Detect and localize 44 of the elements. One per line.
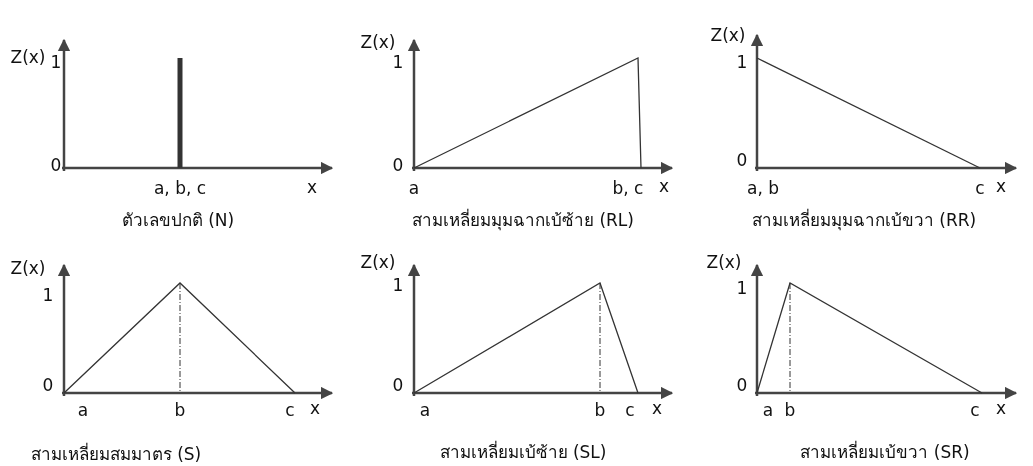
axis-label: Z(x) [360, 252, 396, 272]
tick-label: 1 [736, 52, 748, 72]
tick-label: b [784, 400, 796, 420]
tick-label: a, b, c [153, 178, 207, 198]
tick-label: 0 [50, 155, 62, 175]
tick-label: x [658, 176, 670, 196]
tick-label: c [975, 178, 985, 198]
tick-label: 1 [42, 285, 54, 305]
chart-caption: สามเหลี่ยมมุมฉากเบ้ซ้าย (RL) [412, 210, 634, 230]
tick-label: b [174, 400, 186, 420]
tick-label: b [594, 400, 606, 420]
tick-label: 0 [392, 375, 404, 395]
tick-label: 1 [50, 52, 62, 72]
tick-label: 0 [736, 375, 748, 395]
tick-label: a [408, 178, 420, 198]
tick-label: 0 [42, 375, 54, 395]
tick-label: c [625, 400, 635, 420]
chart-caption: สามเหลี่ยมมุมฉากเบ้ขวา (RR) [751, 210, 977, 230]
tick-label: c [970, 400, 980, 420]
tick-label: a [77, 400, 89, 420]
tick-label: x [651, 398, 663, 418]
tick-label: 1 [392, 275, 404, 295]
axis-label: Z(x) [710, 25, 746, 45]
tick-label: x [306, 177, 318, 197]
tick-label: a [762, 400, 774, 420]
tick-label: x [995, 176, 1007, 196]
tick-label: 0 [392, 155, 404, 175]
axis-label: Z(x) [360, 32, 396, 52]
tick-label: 1 [736, 278, 748, 298]
chart-caption: ตัวเลขปกติ (N) [121, 210, 235, 230]
tick-label: b, c [612, 178, 644, 198]
axis-label: Z(x) [706, 252, 742, 272]
tick-label: 0 [736, 150, 748, 170]
tick-label: x [309, 398, 321, 418]
chart-caption: สามเหลี่ยมสมมาตร (S) [30, 444, 202, 464]
axis-label: Z(x) [10, 47, 46, 67]
tick-label: 1 [392, 52, 404, 72]
tick-label: x [995, 398, 1007, 418]
tick-label: a, b [747, 178, 779, 198]
chart-caption: สามเหลี่ยมเบ้ขวา (SR) [800, 442, 970, 462]
tick-label: a [419, 400, 431, 420]
tick-label: c [285, 400, 295, 420]
axis-label: Z(x) [10, 258, 46, 278]
chart-caption: สามเหลี่ยมเบ้ซ้าย (SL) [439, 442, 607, 462]
